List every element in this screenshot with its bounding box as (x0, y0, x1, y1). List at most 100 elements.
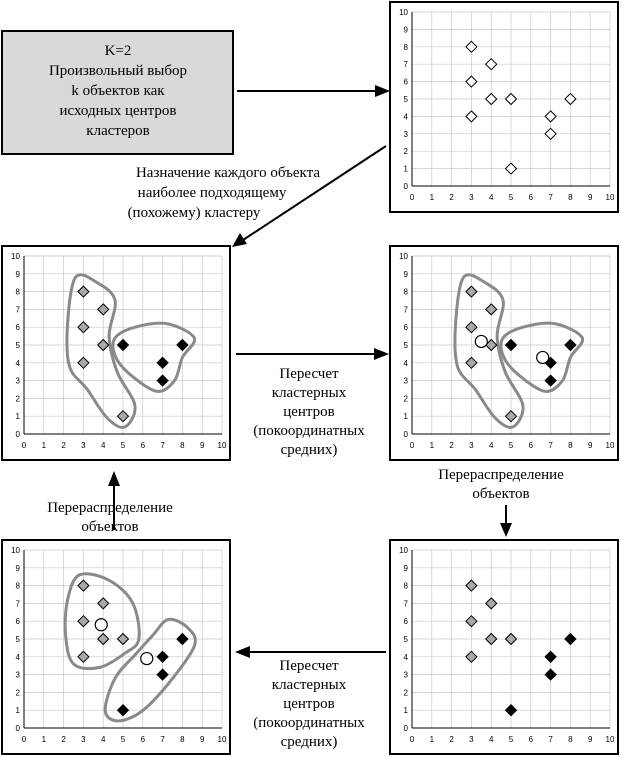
x-tick-label: 10 (606, 441, 615, 450)
x-tick-label: 10 (218, 735, 227, 744)
y-tick-label: 0 (16, 430, 21, 439)
cluster-center (536, 350, 550, 365)
y-tick-label: 8 (404, 288, 409, 297)
start-box: K=2 Произвольный выбор k объектов как ис… (1, 30, 234, 155)
x-tick-label: 3 (81, 441, 86, 450)
y-tick-label: 4 (16, 653, 21, 662)
start-box-line: K=2 (105, 43, 132, 59)
data-point-black (544, 650, 557, 664)
y-tick-label: 7 (404, 305, 409, 314)
y-tick-label: 8 (404, 582, 409, 591)
label-recalc-bottom-line: кластерных (272, 677, 347, 693)
x-tick-label: 1 (430, 441, 435, 450)
data-point-white (465, 40, 478, 54)
y-tick-label: 10 (11, 252, 20, 261)
label-assign: Назначение каждого объекта наиболее подх… (128, 165, 321, 221)
x-tick-label: 4 (101, 441, 106, 450)
data-point-gray (484, 303, 498, 316)
label-recalc-right-line: кластерных (272, 385, 347, 401)
data-point-white (465, 75, 478, 88)
data-point-gray (484, 597, 498, 610)
label-recalc-bottom-line: центров (283, 696, 335, 712)
y-tick-label: 10 (11, 546, 20, 555)
y-tick-label: 6 (404, 78, 409, 87)
y-tick-label: 0 (404, 430, 409, 439)
x-tick-label: 2 (61, 735, 66, 744)
y-tick-label: 7 (404, 60, 409, 69)
start-box-line: Произвольный выбор (49, 63, 187, 79)
x-tick-label: 2 (61, 441, 66, 450)
label-assign-line: (похожему) кластеру (128, 205, 261, 221)
start-box-line: k объектов как (71, 83, 165, 99)
cluster-outline (63, 572, 141, 671)
data-point-black (504, 338, 518, 352)
x-tick-label: 6 (529, 735, 534, 744)
x-tick-label: 4 (489, 441, 494, 450)
data-point-gray (504, 409, 518, 423)
y-tick-label: 1 (404, 165, 409, 174)
x-tick-label: 0 (410, 193, 415, 202)
y-tick-label: 5 (404, 635, 409, 644)
y-tick-label: 2 (16, 394, 21, 403)
data-point-gray (77, 614, 90, 628)
data-point-gray (465, 650, 478, 664)
y-tick-label: 7 (16, 599, 21, 608)
label-redistribute-right-line: Перераспределение (438, 467, 564, 483)
arrow-initial-to-assigned (232, 145, 387, 247)
data-point-gray (484, 632, 498, 646)
y-tick-label: 10 (399, 8, 408, 17)
data-point-gray (465, 579, 478, 592)
cluster-outline (65, 273, 137, 429)
data-point-white (564, 92, 577, 106)
data-point-white (504, 92, 518, 106)
panel-frame (389, 1, 619, 213)
x-tick-label: 3 (469, 735, 474, 744)
x-tick-label: 5 (121, 735, 126, 744)
x-tick-label: 7 (548, 441, 553, 450)
data-point-white (504, 162, 518, 175)
x-tick-label: 5 (509, 193, 514, 202)
x-tick-label: 1 (430, 735, 435, 744)
panel-frame (1, 539, 231, 755)
data-point-gray (96, 338, 110, 352)
data-point-gray (465, 285, 478, 298)
data-point-gray (77, 579, 90, 592)
arrow-recalculated-to-redistributed (500, 505, 512, 537)
x-tick-label: 8 (180, 441, 185, 450)
x-tick-label: 2 (449, 735, 454, 744)
x-tick-label: 5 (509, 735, 514, 744)
label-recalc-bottom-line: средних) (281, 734, 338, 750)
arrow-start-to-initial (237, 85, 390, 97)
label-redistribute-left-line: объектов (81, 519, 138, 535)
x-tick-label: 7 (160, 441, 165, 450)
y-tick-label: 2 (404, 147, 409, 156)
x-tick-label: 10 (606, 735, 615, 744)
label-recalc-right-line: Пересчет (279, 366, 339, 382)
y-tick-label: 9 (16, 564, 21, 573)
x-tick-label: 9 (588, 193, 593, 202)
y-tick-label: 1 (16, 706, 21, 715)
start-box-line: исходных центров (59, 103, 176, 119)
y-tick-label: 4 (16, 359, 21, 368)
y-tick-label: 0 (404, 724, 409, 733)
panel-frame (389, 245, 619, 461)
data-point-black (504, 703, 518, 717)
y-tick-label: 6 (404, 617, 409, 626)
y-tick-label: 6 (16, 323, 21, 332)
data-point-black (544, 374, 557, 387)
y-tick-label: 7 (404, 599, 409, 608)
panel-frame (1, 245, 231, 461)
data-point-gray (465, 320, 478, 334)
data-point-gray (96, 632, 110, 646)
y-tick-label: 3 (404, 130, 409, 139)
data-point-black (156, 668, 169, 681)
data-point-gray (77, 356, 90, 370)
y-tick-label: 3 (404, 671, 409, 680)
x-tick-label: 8 (180, 735, 185, 744)
data-point-black (176, 632, 189, 646)
